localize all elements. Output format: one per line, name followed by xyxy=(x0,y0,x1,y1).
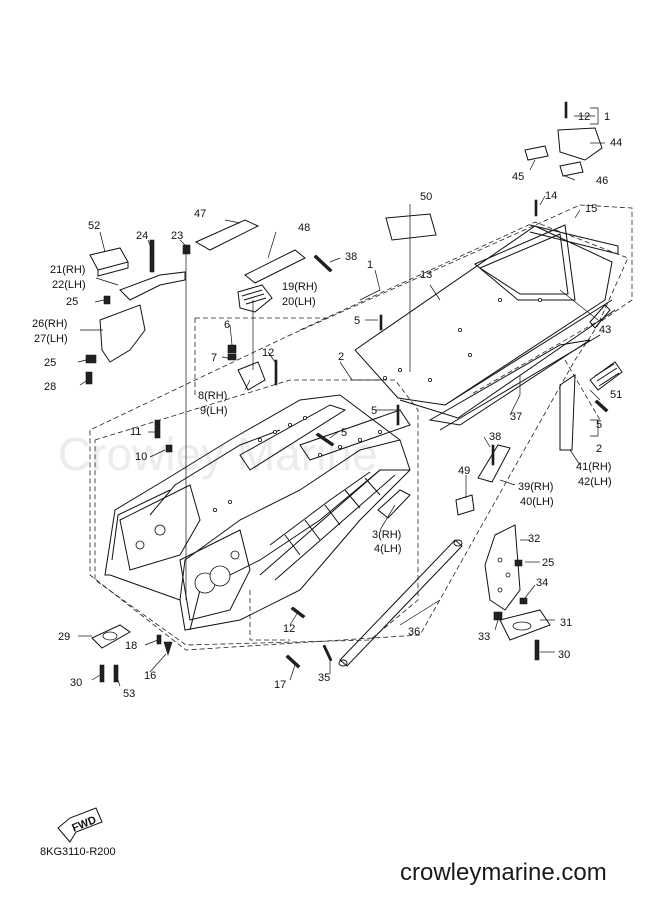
fasteners xyxy=(85,101,609,683)
callout-11: 11 xyxy=(130,426,141,438)
callout-25-left: 25 xyxy=(44,357,56,369)
callout-29: 29 xyxy=(58,631,70,643)
callout-39-rh: 39(RH) xyxy=(518,481,553,493)
callout-10: 10 xyxy=(135,451,147,463)
callout-20-lh: 20(LH) xyxy=(282,296,316,308)
callout-8-rh: 8(RH) xyxy=(198,390,227,402)
callout-46: 46 xyxy=(596,175,608,187)
callout-34: 34 xyxy=(536,577,548,589)
callout-17: 17 xyxy=(274,679,286,691)
callout-24: 24 xyxy=(136,230,148,242)
fwd-label: FWD xyxy=(70,814,98,835)
callout-12-lower: 12 xyxy=(283,623,295,635)
callout-25: 25 xyxy=(66,296,78,308)
callout-31: 31 xyxy=(560,617,572,629)
callout-7: 7 xyxy=(211,352,217,364)
callout-38: 38 xyxy=(345,251,357,263)
callout-30-right: 30 xyxy=(558,649,570,661)
side-plate-3-4 xyxy=(377,489,411,519)
callout-21-rh: 21(RH) xyxy=(50,264,85,276)
callout-15: 15 xyxy=(585,203,597,215)
callout-52: 52 xyxy=(88,220,100,232)
callout-5-right: 5 xyxy=(596,419,602,431)
callout-25-right: 25 xyxy=(542,557,554,569)
callout-35: 35 xyxy=(318,672,330,684)
callout-13: 13 xyxy=(420,269,432,281)
callout-42-lh: 42(LH) xyxy=(578,476,612,488)
callout-16: 16 xyxy=(144,670,156,682)
callout-5-mid: 5 xyxy=(371,405,377,417)
callout-19-rh: 19(RH) xyxy=(282,281,317,293)
callout-40-lh: 40(LH) xyxy=(520,496,554,508)
callout-32: 32 xyxy=(528,533,540,545)
watermark-text: Crowley Marine xyxy=(58,428,378,480)
callout-6: 6 xyxy=(224,319,230,331)
callout-53: 53 xyxy=(123,688,135,700)
leader-lines xyxy=(77,107,605,687)
callout-43: 43 xyxy=(599,324,611,336)
callout-5-frame: 5 xyxy=(341,427,347,439)
callout-2: 2 xyxy=(338,351,344,363)
callout-2-right: 2 xyxy=(596,443,602,455)
callout-50: 50 xyxy=(420,191,432,203)
callout-41-rh: 41(RH) xyxy=(576,461,611,473)
callout-44: 44 xyxy=(610,137,622,149)
callout-38-right: 38 xyxy=(489,431,501,443)
rear-bar-36 xyxy=(338,539,463,667)
callout-28: 28 xyxy=(44,381,56,393)
callout-30-left: 30 xyxy=(70,677,82,689)
callout-51: 51 xyxy=(610,389,622,401)
callout-26-rh: 26(RH) xyxy=(32,318,67,330)
callout-33: 33 xyxy=(478,631,490,643)
callout-45: 45 xyxy=(512,171,524,183)
callout-22-lh: 22(LH) xyxy=(52,279,86,291)
callout-1: 1 xyxy=(604,111,610,123)
callout-5: 5 xyxy=(354,315,360,327)
chassis-frame xyxy=(104,394,411,631)
parts-top-left xyxy=(57,127,623,843)
website-link[interactable]: crowleymarine.com xyxy=(400,859,607,886)
assembly-boundaries xyxy=(89,204,633,651)
callout-37: 37 xyxy=(510,411,522,423)
callout-27-lh: 27(LH) xyxy=(34,333,68,345)
callout-36: 36 xyxy=(408,626,420,638)
callout-12: 12 xyxy=(578,111,590,123)
callout-3-rh: 3(RH) xyxy=(372,529,401,541)
callout-14: 14 xyxy=(545,190,557,202)
fwd-arrow-icon xyxy=(57,807,103,843)
callout-49: 49 xyxy=(458,465,470,477)
callout-labels: 1 12 44 45 46 14 15 50 47 48 52 24 23 38… xyxy=(32,111,622,700)
diagram-code: 8KG3110-R200 xyxy=(40,846,116,858)
callout-47: 47 xyxy=(194,208,206,220)
callout-18: 18 xyxy=(125,640,137,652)
callout-12-mid: 12 xyxy=(262,347,274,359)
tunnel-13 xyxy=(354,224,619,419)
callout-4-lh: 4(LH) xyxy=(374,543,402,555)
callout-9-lh: 9(LH) xyxy=(200,405,228,417)
callout-48: 48 xyxy=(298,222,310,234)
callout-1-assembly: 1 xyxy=(367,259,373,271)
callout-23: 23 xyxy=(171,230,183,242)
